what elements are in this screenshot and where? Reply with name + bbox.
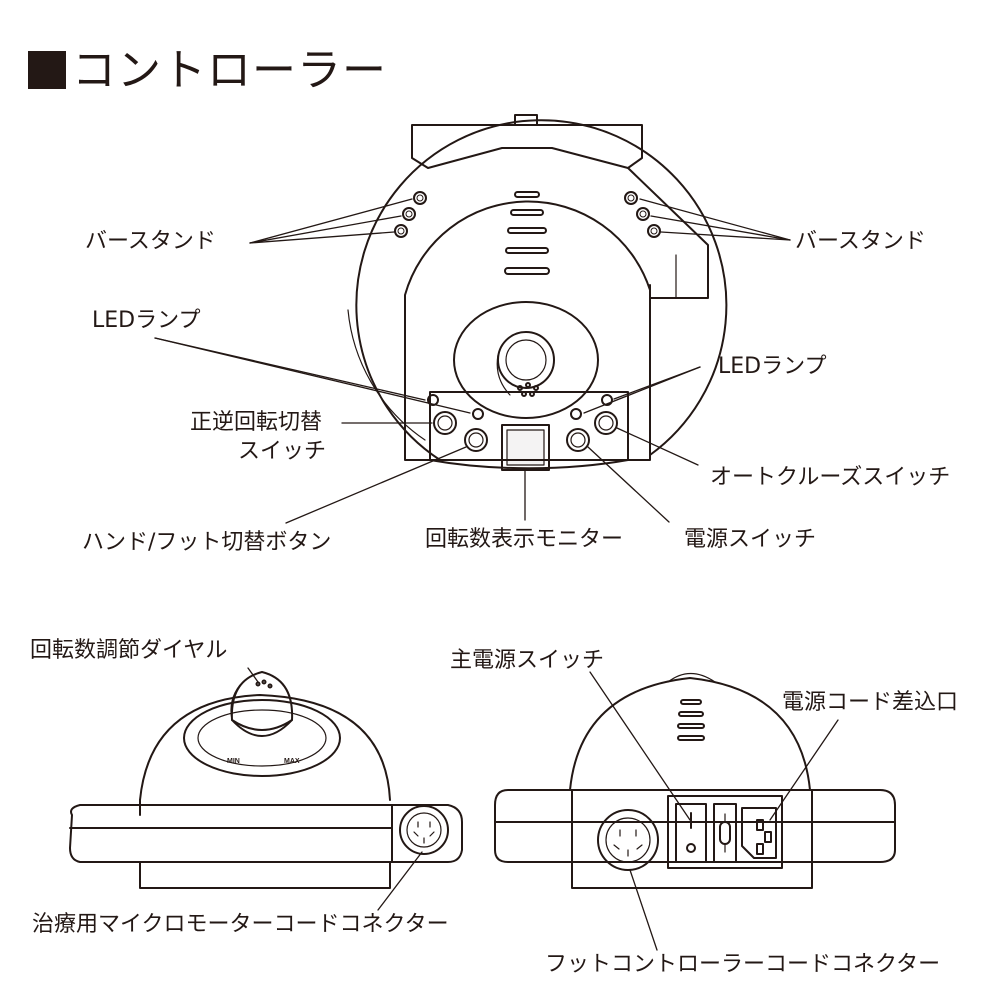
label-hand-foot-button: ハンド/フット切替ボタン [82,530,332,555]
label-led-right: LEDランプ [718,354,827,379]
label-power-inlet: 電源コード差込口 [782,690,959,715]
controller-rear-view [494,672,896,889]
leader-lines-bottom [247,667,839,951]
label-forward-reverse-line1: 正逆回転切替 [190,410,323,435]
label-speed-dial: 回転数調節ダイヤル [30,638,228,663]
label-main-power-switch: 主電源スイッチ [450,648,605,673]
dial-max-mark: MAX [284,758,300,765]
label-power-switch: 電源スイッチ [684,527,817,552]
label-bur-stand-left: バースタンド [85,229,216,254]
label-bur-stand-right: バースタンド [795,229,926,254]
page-title: コントローラー [28,34,387,98]
label-foot-connector: フットコントローラーコードコネクター [545,952,941,977]
page-title-text: コントローラー [72,45,387,96]
label-led-left: LEDランプ [92,308,201,333]
controller-side-view [69,671,463,889]
dial-min-mark: MIN [227,758,240,765]
controller-top-view [347,114,728,471]
leader-lines-top [154,198,791,524]
square-bullet-icon [28,51,66,89]
label-motor-connector: 治療用マイクロモーターコードコネクター [32,912,449,937]
label-rpm-monitor: 回転数表示モニター [425,527,624,552]
label-forward-reverse-line2: スイッチ [238,439,327,464]
label-auto-cruise-switch: オートクルーズスイッチ [710,465,951,490]
